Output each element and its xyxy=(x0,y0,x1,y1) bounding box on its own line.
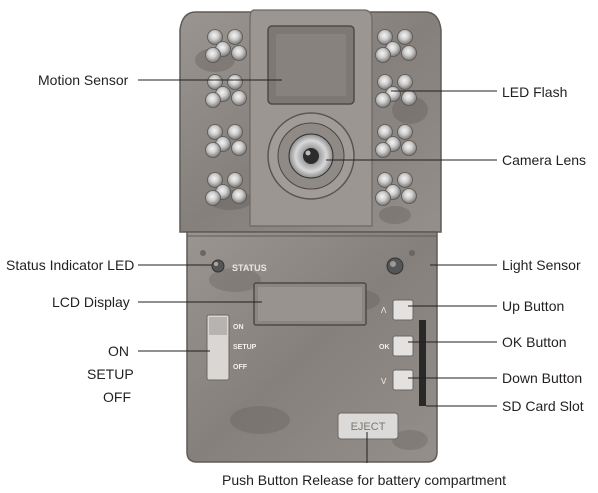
led-icon xyxy=(397,74,413,90)
sd-card-slot xyxy=(419,320,426,406)
led-icon xyxy=(205,92,221,108)
led-icon xyxy=(205,47,221,63)
ok-text: OK xyxy=(379,344,390,351)
led-icon xyxy=(397,29,413,45)
label-switch-on: ON xyxy=(108,343,129,359)
led-icon xyxy=(227,29,243,45)
label-light-sensor: Light Sensor xyxy=(502,257,581,273)
led-icon xyxy=(227,124,243,140)
label-ok-button: OK Button xyxy=(502,334,567,350)
label-camera-lens: Camera Lens xyxy=(502,152,587,168)
led-icon xyxy=(397,172,413,188)
led-icon xyxy=(207,124,223,140)
led-icon xyxy=(375,47,391,63)
led-icon xyxy=(377,29,393,45)
led-flash-right xyxy=(375,29,417,206)
led-icon xyxy=(377,172,393,188)
led-icon xyxy=(207,74,223,90)
led-icon xyxy=(377,124,393,140)
up-button-shape xyxy=(392,299,414,321)
label-down-button: Down Button xyxy=(502,370,583,386)
led-icon xyxy=(375,142,391,158)
eject-button-shape xyxy=(337,412,399,440)
leader-lines xyxy=(138,79,497,463)
up-glyph: Λ xyxy=(381,306,387,315)
down-button-shape xyxy=(392,369,414,391)
led-icon xyxy=(231,90,247,106)
label-switch-off: OFF xyxy=(103,389,131,405)
led-icon xyxy=(205,142,221,158)
lower-housing xyxy=(186,231,438,463)
label-battery-release: Push Button Release for battery compartm… xyxy=(222,472,507,488)
led-flash-left xyxy=(205,29,247,206)
led-icon xyxy=(207,172,223,188)
ok-button-shape xyxy=(392,335,414,357)
led-icon xyxy=(205,190,221,206)
status-led xyxy=(211,259,225,273)
led-icon xyxy=(231,188,247,204)
switch-off-text: OFF xyxy=(233,364,248,371)
led-icon xyxy=(207,29,223,45)
led-icon xyxy=(375,190,391,206)
label-up-button: Up Button xyxy=(502,298,565,314)
switch-setup-text: SETUP xyxy=(233,344,257,351)
led-icon xyxy=(375,92,391,108)
led-icon xyxy=(227,172,243,188)
led-icon xyxy=(227,74,243,90)
led-icon xyxy=(377,74,393,90)
switch-on-text: ON xyxy=(233,324,244,331)
led-icon xyxy=(401,140,417,156)
led-icon xyxy=(401,90,417,106)
label-switch-setup: SETUP xyxy=(87,366,134,382)
status-text: STATUS xyxy=(232,263,267,273)
label-lcd-display: LCD Display xyxy=(52,294,130,310)
led-icon xyxy=(401,188,417,204)
led-icon xyxy=(231,45,247,61)
label-motion-sensor: Motion Sensor xyxy=(38,72,129,88)
led-icon xyxy=(231,140,247,156)
label-sd-card-slot: SD Card Slot xyxy=(502,398,584,414)
label-status-indicator-led: Status Indicator LED xyxy=(6,257,135,273)
led-icon xyxy=(397,124,413,140)
led-icon xyxy=(401,45,417,61)
label-led-flash: LED Flash xyxy=(502,84,568,100)
eject-text: EJECT xyxy=(351,421,386,433)
down-glyph: V xyxy=(381,377,387,386)
